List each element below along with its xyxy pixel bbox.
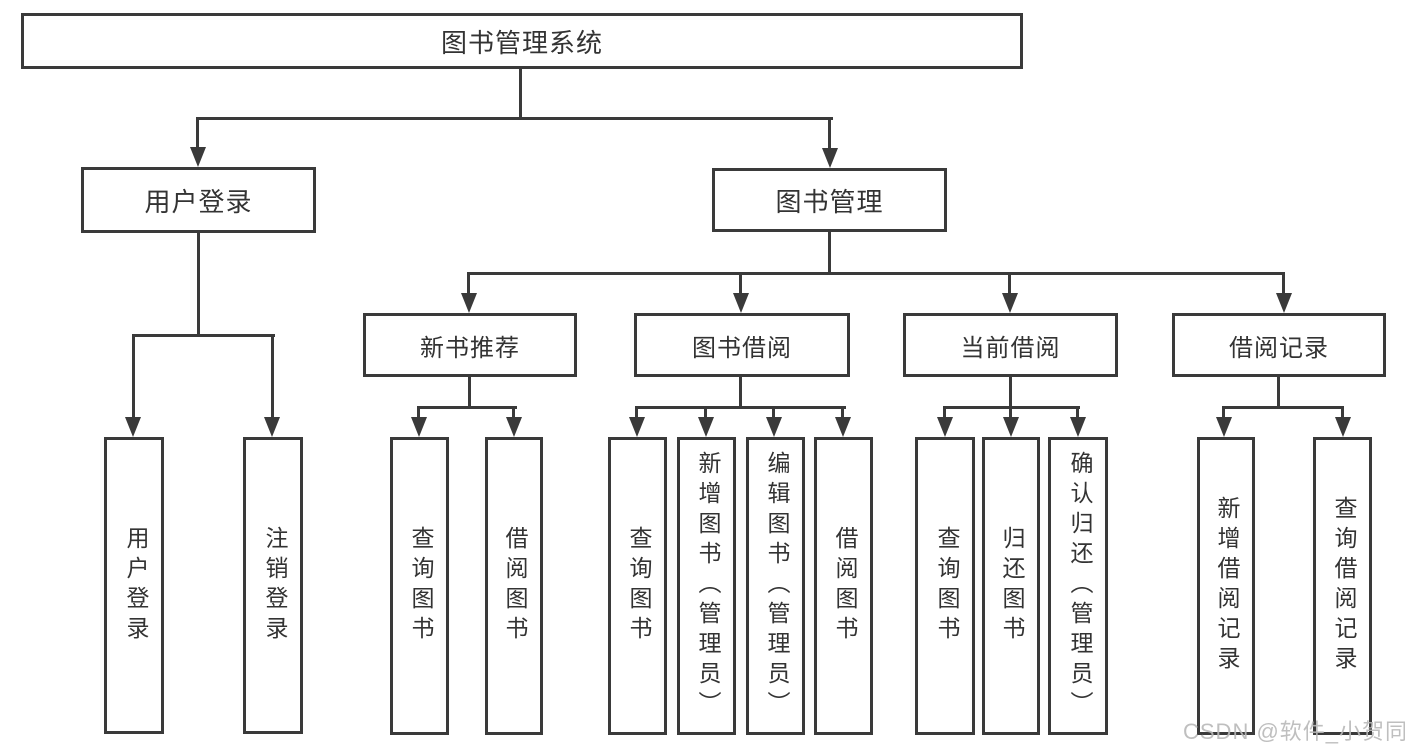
connector-line (417, 406, 420, 420)
connector-line (132, 334, 275, 337)
connector-line (512, 406, 515, 420)
connector-line (635, 406, 638, 420)
arrow-icon (1003, 417, 1019, 437)
arrow-icon (190, 147, 206, 167)
arrow-icon (506, 417, 522, 437)
connector-line (417, 406, 517, 409)
connector-line (132, 334, 135, 420)
connector-line (1009, 406, 1012, 420)
connector-line (468, 377, 471, 409)
connector-line (1277, 377, 1280, 409)
connector-line (1341, 406, 1344, 420)
leaf-edit-books-admin: 编辑图书（管理员） (746, 437, 805, 735)
connector-line (196, 117, 199, 150)
arrow-icon (937, 417, 953, 437)
connector-line (1008, 272, 1011, 297)
connector-line (1076, 406, 1079, 420)
leaf-query-books: 查询图书 (390, 437, 449, 735)
arrow-icon (1002, 293, 1018, 313)
connector-line (828, 117, 831, 150)
connector-line (841, 406, 844, 420)
leaf-user-login: 用户登录 (104, 437, 164, 734)
arrow-icon (822, 148, 838, 168)
arrow-icon (411, 417, 427, 437)
node-user-login: 用户登录 (81, 167, 316, 233)
connector-line (467, 272, 1285, 275)
connector-line (772, 406, 775, 420)
node-book-borrowing: 图书借阅 (634, 313, 850, 377)
leaf-add-books-admin: 新增图书（管理员） (677, 437, 736, 735)
arrow-icon (766, 417, 782, 437)
connector-line (1009, 377, 1012, 409)
connector-line (1222, 406, 1344, 409)
connector-line (943, 406, 946, 420)
arrow-icon (1335, 417, 1351, 437)
leaf-borrow-books: 借阅图书 (814, 437, 873, 735)
csdn-watermark: CSDN @软件_小贺同学 (1183, 719, 1405, 744)
connector-line (1222, 406, 1225, 420)
connector-line (635, 406, 846, 409)
arrow-icon (1276, 293, 1292, 313)
leaf-confirm-return-admin: 确认归还（管理员） (1048, 437, 1108, 735)
arrow-icon (698, 417, 714, 437)
connector-line (1282, 272, 1285, 297)
leaf-return-books: 归还图书 (982, 437, 1040, 735)
connector-line (467, 272, 470, 297)
arrow-icon (629, 417, 645, 437)
connector-line (739, 272, 742, 297)
leaf-logout: 注销登录 (243, 437, 303, 734)
node-new-book-recommendation: 新书推荐 (363, 313, 577, 377)
leaf-query-borrow-record: 查询借阅记录 (1313, 437, 1372, 735)
arrow-icon (125, 417, 141, 437)
node-book-management: 图书管理 (712, 168, 947, 232)
leaf-query-books: 查询图书 (608, 437, 667, 735)
connector-line (739, 377, 742, 409)
connector-line (828, 232, 831, 275)
arrow-icon (461, 293, 477, 313)
connector-line (704, 406, 707, 420)
arrow-icon (1216, 417, 1232, 437)
node-current-borrowing: 当前借阅 (903, 313, 1118, 377)
leaf-borrow-books: 借阅图书 (485, 437, 543, 735)
node-library-system: 图书管理系统 (21, 13, 1023, 69)
arrow-icon (733, 293, 749, 313)
arrow-icon (264, 417, 280, 437)
connector-line (519, 66, 522, 119)
arrow-icon (835, 417, 851, 437)
connector-line (197, 233, 200, 337)
node-borrowing-records: 借阅记录 (1172, 313, 1386, 377)
leaf-add-borrow-record: 新增借阅记录 (1197, 437, 1255, 735)
connector-line (197, 117, 833, 120)
connector-line (271, 334, 274, 420)
arrow-icon (1070, 417, 1086, 437)
leaf-query-books: 查询图书 (915, 437, 975, 735)
